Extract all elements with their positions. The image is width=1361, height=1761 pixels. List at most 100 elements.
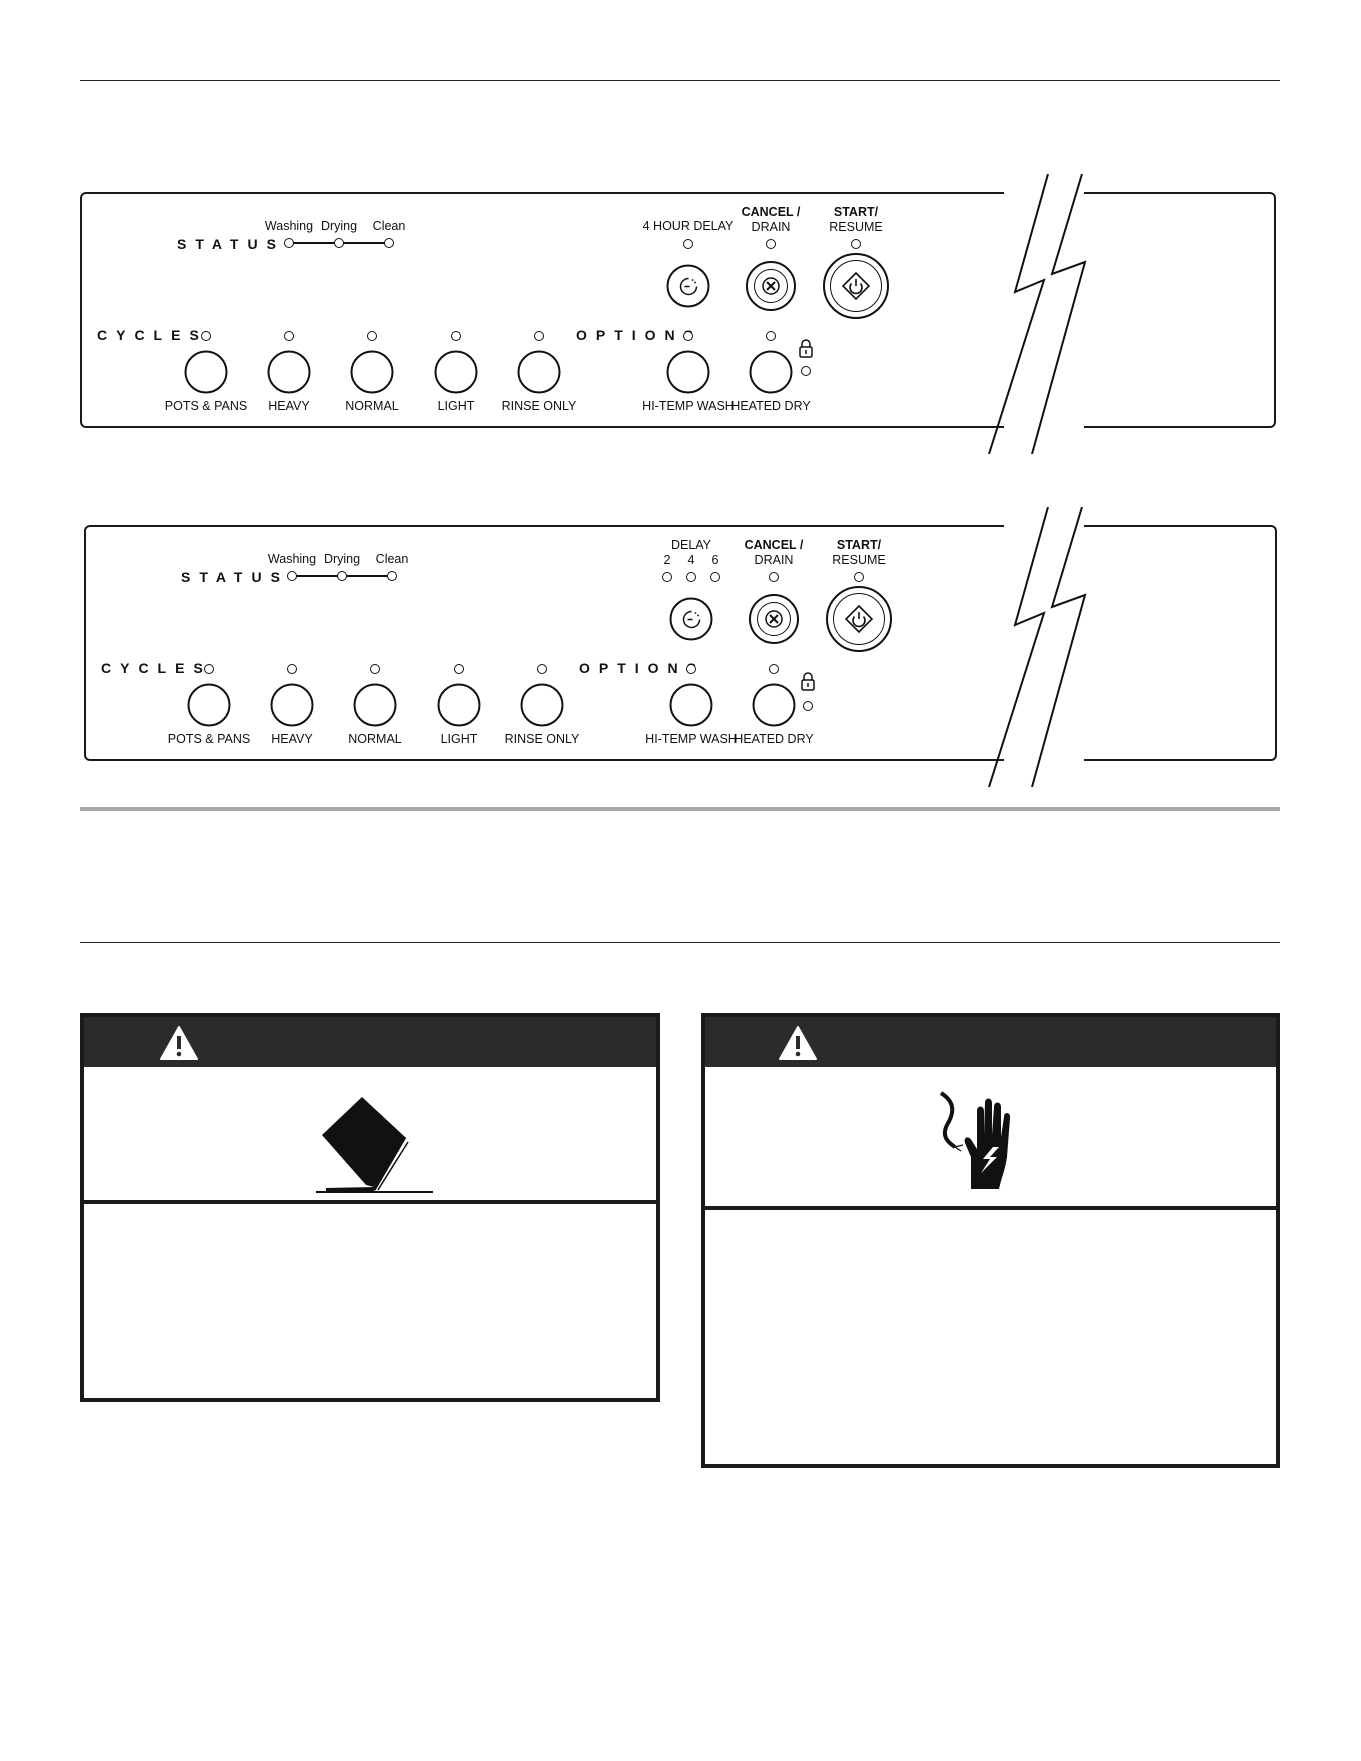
cycle-rinse-only-button[interactable] bbox=[520, 683, 564, 727]
cancel-x-icon bbox=[765, 610, 783, 628]
cancel-drain-button[interactable] bbox=[749, 594, 799, 644]
cycle-normal-led bbox=[367, 331, 377, 341]
cycle-light-label: LIGHT bbox=[440, 732, 478, 746]
control-panel-1: STATUS Washing Drying Clean 4 HOUR DELAY… bbox=[80, 174, 1276, 454]
option-hi-temp-wash-button[interactable] bbox=[669, 683, 713, 727]
warning-box-tip-over bbox=[80, 1013, 660, 1402]
status-drying-led bbox=[334, 238, 344, 248]
delay-button[interactable] bbox=[666, 264, 710, 308]
power-diamond-icon bbox=[841, 271, 871, 301]
lock-led bbox=[801, 366, 811, 376]
start-label: START/ bbox=[836, 538, 882, 552]
option-heated-dry-led bbox=[769, 664, 779, 674]
cycle-normal-label: NORMAL bbox=[348, 732, 402, 746]
cancel-drain-label: CANCEL / DRAIN bbox=[742, 205, 801, 235]
status-washing-led bbox=[287, 571, 297, 581]
resume-label: RESUME bbox=[829, 220, 883, 234]
option-heated-dry-label: HEATED DRY bbox=[731, 399, 811, 413]
cycle-heavy-led bbox=[287, 664, 297, 674]
delay-2-led bbox=[662, 572, 672, 582]
option-hi-temp-wash-label: HI-TEMP WASH bbox=[642, 399, 734, 413]
cycle-light-led bbox=[454, 664, 464, 674]
cycle-normal-button[interactable] bbox=[350, 350, 394, 394]
drain-label: DRAIN bbox=[751, 220, 791, 234]
status-clean-led bbox=[387, 571, 397, 581]
cycle-rinse-only-led bbox=[534, 331, 544, 341]
warning-header bbox=[705, 1017, 1276, 1067]
cycle-light-led bbox=[451, 331, 461, 341]
status-clean-led bbox=[384, 238, 394, 248]
start-label: START/ bbox=[833, 205, 879, 219]
options-label: OPTIONS bbox=[579, 660, 706, 676]
electrical-shock-hazard-icon bbox=[939, 1091, 1011, 1189]
status-label: STATUS bbox=[181, 569, 289, 585]
status-clean-label: Clean bbox=[375, 552, 409, 566]
cycle-rinse-only-button[interactable] bbox=[517, 350, 561, 394]
top-rule bbox=[80, 80, 1280, 81]
option-heated-dry-label: HEATED DRY bbox=[734, 732, 814, 746]
status-washing-label: Washing bbox=[267, 552, 317, 566]
header-gap bbox=[84, 1067, 656, 1069]
cancel-drain-led bbox=[766, 239, 776, 249]
cycle-rinse-only-label: RINSE ONLY bbox=[504, 732, 580, 746]
cycle-rinse-only-led bbox=[537, 664, 547, 674]
control-panel-2: STATUS Washing Drying Clean DELAY 2 4 6 … bbox=[84, 507, 1277, 787]
cycle-normal-button[interactable] bbox=[353, 683, 397, 727]
start-resume-button[interactable] bbox=[826, 586, 892, 652]
option-heated-dry-button[interactable] bbox=[752, 683, 796, 727]
power-diamond-icon bbox=[844, 604, 874, 634]
start-resume-label: START/ RESUME bbox=[829, 205, 882, 235]
cycles-label: CYCLES bbox=[97, 327, 208, 343]
status-clean-label: Clean bbox=[372, 219, 406, 233]
start-resume-led bbox=[851, 239, 861, 249]
cycle-light-button[interactable] bbox=[437, 683, 481, 727]
cancel-drain-label: CANCEL / DRAIN bbox=[745, 538, 804, 568]
delay-led bbox=[683, 239, 693, 249]
option-hi-temp-wash-label: HI-TEMP WASH bbox=[645, 732, 737, 746]
delay-label: DELAY bbox=[670, 538, 712, 552]
warning-box-electrical-shock bbox=[701, 1013, 1280, 1468]
start-resume-button[interactable] bbox=[823, 253, 889, 319]
cancel-drain-led bbox=[769, 572, 779, 582]
delay-4-led bbox=[686, 572, 696, 582]
warning-separator bbox=[705, 1206, 1276, 1210]
start-resume-label: START/ RESUME bbox=[832, 538, 885, 568]
status-washing-label: Washing bbox=[264, 219, 314, 233]
start-resume-led bbox=[854, 572, 864, 582]
cycle-heavy-button[interactable] bbox=[267, 350, 311, 394]
option-heated-dry-led bbox=[766, 331, 776, 341]
option-hi-temp-wash-button[interactable] bbox=[666, 350, 710, 394]
option-hi-temp-wash-led bbox=[686, 664, 696, 674]
cycle-light-button[interactable] bbox=[434, 350, 478, 394]
option-heated-dry-button[interactable] bbox=[749, 350, 793, 394]
warning-header bbox=[84, 1017, 656, 1067]
cancel-label: CANCEL / bbox=[741, 205, 801, 219]
delay-6-label: 6 bbox=[711, 553, 719, 567]
cycle-normal-label: NORMAL bbox=[345, 399, 399, 413]
delay-2-label: 2 bbox=[663, 553, 671, 567]
section-divider bbox=[80, 807, 1280, 811]
cycle-pots-pans-button[interactable] bbox=[184, 350, 228, 394]
drain-label: DRAIN bbox=[754, 553, 794, 567]
cancel-drain-button[interactable] bbox=[746, 261, 796, 311]
cycle-normal-led bbox=[370, 664, 380, 674]
delay-button[interactable] bbox=[669, 597, 713, 641]
warning-triangle-icon bbox=[160, 1026, 198, 1060]
cancel-x-icon bbox=[762, 277, 780, 295]
cycle-heavy-label: HEAVY bbox=[271, 732, 313, 746]
lock-icon bbox=[801, 672, 815, 691]
cycle-heavy-button[interactable] bbox=[270, 683, 314, 727]
section-rule bbox=[80, 942, 1280, 943]
delay-label: 4 HOUR DELAY bbox=[642, 219, 734, 233]
cycle-pots-pans-led bbox=[201, 331, 211, 341]
option-hi-temp-wash-led bbox=[683, 331, 693, 341]
status-label: STATUS bbox=[177, 236, 285, 252]
cycle-heavy-led bbox=[284, 331, 294, 341]
status-washing-led bbox=[284, 238, 294, 248]
cycles-label: CYCLES bbox=[101, 660, 212, 676]
clock-icon bbox=[679, 277, 697, 295]
tip-over-hazard-icon bbox=[316, 1097, 433, 1193]
lock-led bbox=[803, 701, 813, 711]
cycle-pots-pans-button[interactable] bbox=[187, 683, 231, 727]
cycle-heavy-label: HEAVY bbox=[268, 399, 310, 413]
